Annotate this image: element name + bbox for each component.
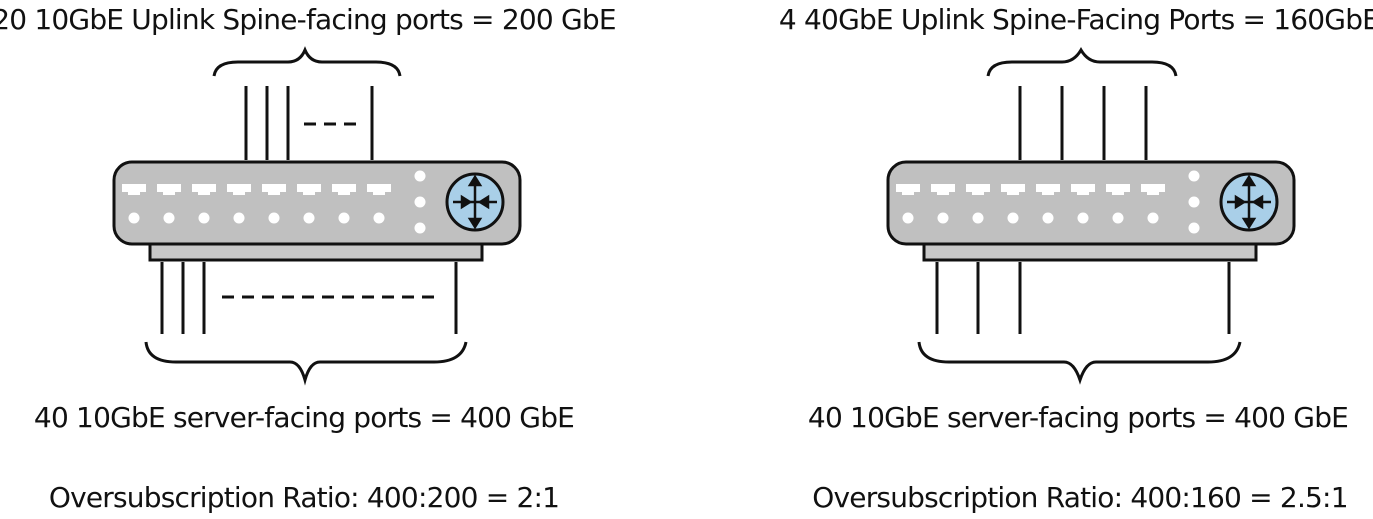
server-brace bbox=[917, 341, 1242, 385]
server-ports-lines bbox=[160, 262, 458, 334]
uplink-label: 4 40GbE Uplink Spine-Facing Ports = 160G… bbox=[778, 3, 1373, 36]
switch-base bbox=[148, 242, 484, 262]
uplink-ports-lines bbox=[244, 86, 374, 160]
router-arrows-icon bbox=[1219, 172, 1279, 232]
server-label: 40 10GbE server-facing ports = 400 GbE bbox=[33, 401, 575, 434]
ratio-label: Oversubscription Ratio: 400:200 = 2:1 bbox=[48, 481, 560, 514]
uplink-brace bbox=[212, 46, 402, 77]
switch-base bbox=[922, 242, 1258, 262]
switch-diagram bbox=[886, 47, 1296, 385]
server-label: 40 10GbE server-facing ports = 400 GbE bbox=[807, 401, 1349, 434]
server-brace bbox=[144, 341, 468, 386]
switch-ports bbox=[122, 170, 426, 234]
router-arrows-icon bbox=[445, 172, 505, 232]
uplink-brace bbox=[986, 47, 1178, 77]
switch-diagram bbox=[112, 46, 522, 386]
uplink-ports-lines bbox=[1018, 86, 1148, 160]
oversubscription-diagram-right: 4 40GbE Uplink Spine-Facing Ports = 160G… bbox=[686, 0, 1373, 519]
switch-ports bbox=[896, 170, 1200, 234]
server-ports-lines bbox=[935, 262, 1231, 334]
uplink-label: 20 10GbE Uplink Spine-facing ports = 200… bbox=[0, 3, 617, 36]
ratio-label: Oversubscription Ratio: 400:160 = 2.5:1 bbox=[812, 481, 1348, 514]
oversubscription-diagram-left: 20 10GbE Uplink Spine-facing ports = 200… bbox=[0, 0, 686, 519]
